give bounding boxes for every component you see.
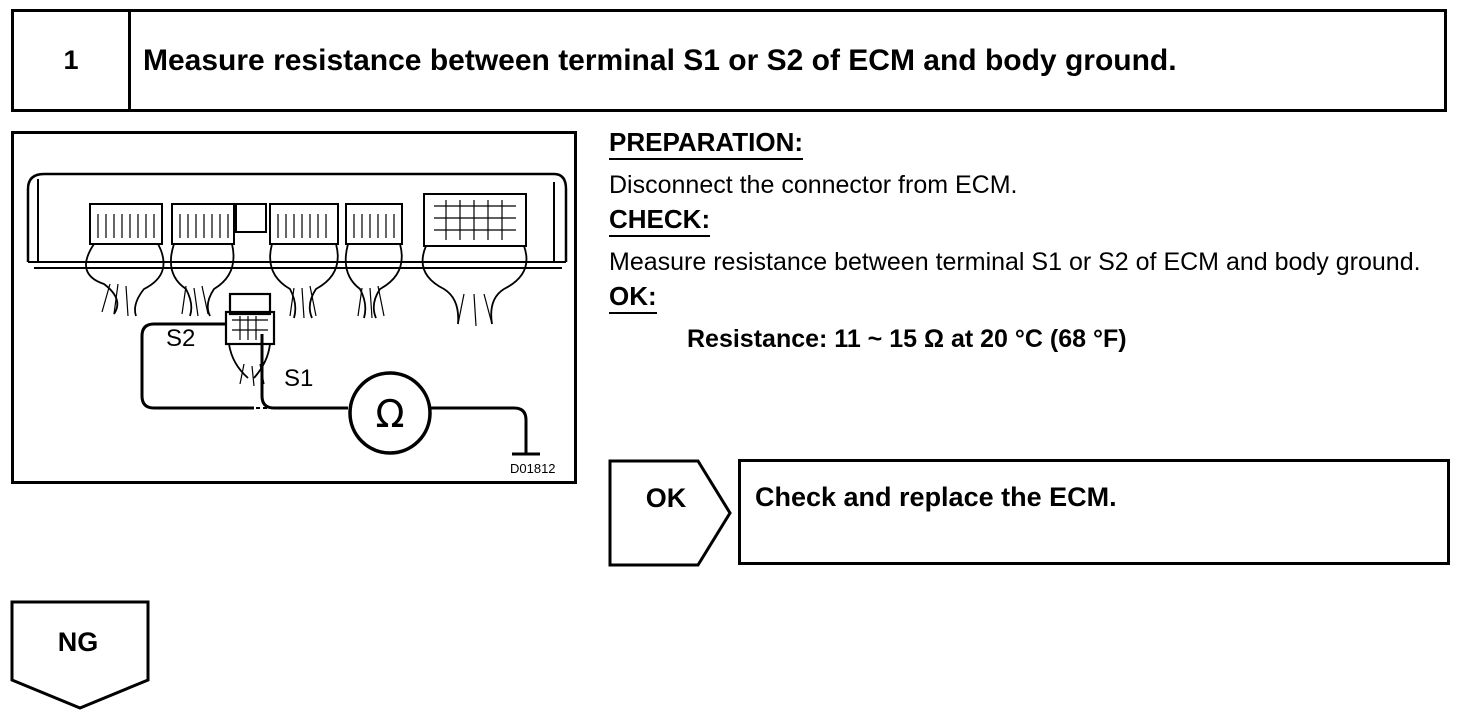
ecm-wiring-figure: S2 S1 Ω D01812 <box>11 131 577 484</box>
figure-code: D01812 <box>510 461 556 476</box>
ng-flow-tag: NG <box>10 600 150 710</box>
preparation-heading: PREPARATION: <box>609 127 804 160</box>
step-number: 1 <box>14 12 131 109</box>
resistance-spec: Resistance: 11 ~ 15 Ω at 20 °C (68 °F) <box>687 325 1127 353</box>
preparation-text: Disconnect the connector from ECM. <box>609 171 1018 199</box>
ok-heading: OK: <box>609 281 657 314</box>
instruction-text: PREPARATION: Disconnect the connector fr… <box>609 127 1451 358</box>
ok-flow-tag: OK <box>608 459 732 567</box>
ecm-diagram: S2 S1 Ω D01812 <box>26 172 568 476</box>
ok-result-text: Check and replace the ECM. <box>755 482 1117 512</box>
s2-label: S2 <box>166 325 195 352</box>
check-heading: CHECK: <box>609 204 711 237</box>
ok-flow-label: OK <box>646 483 687 513</box>
step-header: 1 Measure resistance between terminal S1… <box>11 9 1447 112</box>
ng-flow-label: NG <box>58 627 99 657</box>
step-title: Measure resistance between terminal S1 o… <box>143 43 1177 77</box>
s1-label: S1 <box>284 365 313 392</box>
ohmmeter-icon: Ω <box>375 392 404 436</box>
ok-result-box: Check and replace the ECM. <box>738 459 1450 565</box>
check-text: Measure resistance between terminal S1 o… <box>609 248 1421 276</box>
